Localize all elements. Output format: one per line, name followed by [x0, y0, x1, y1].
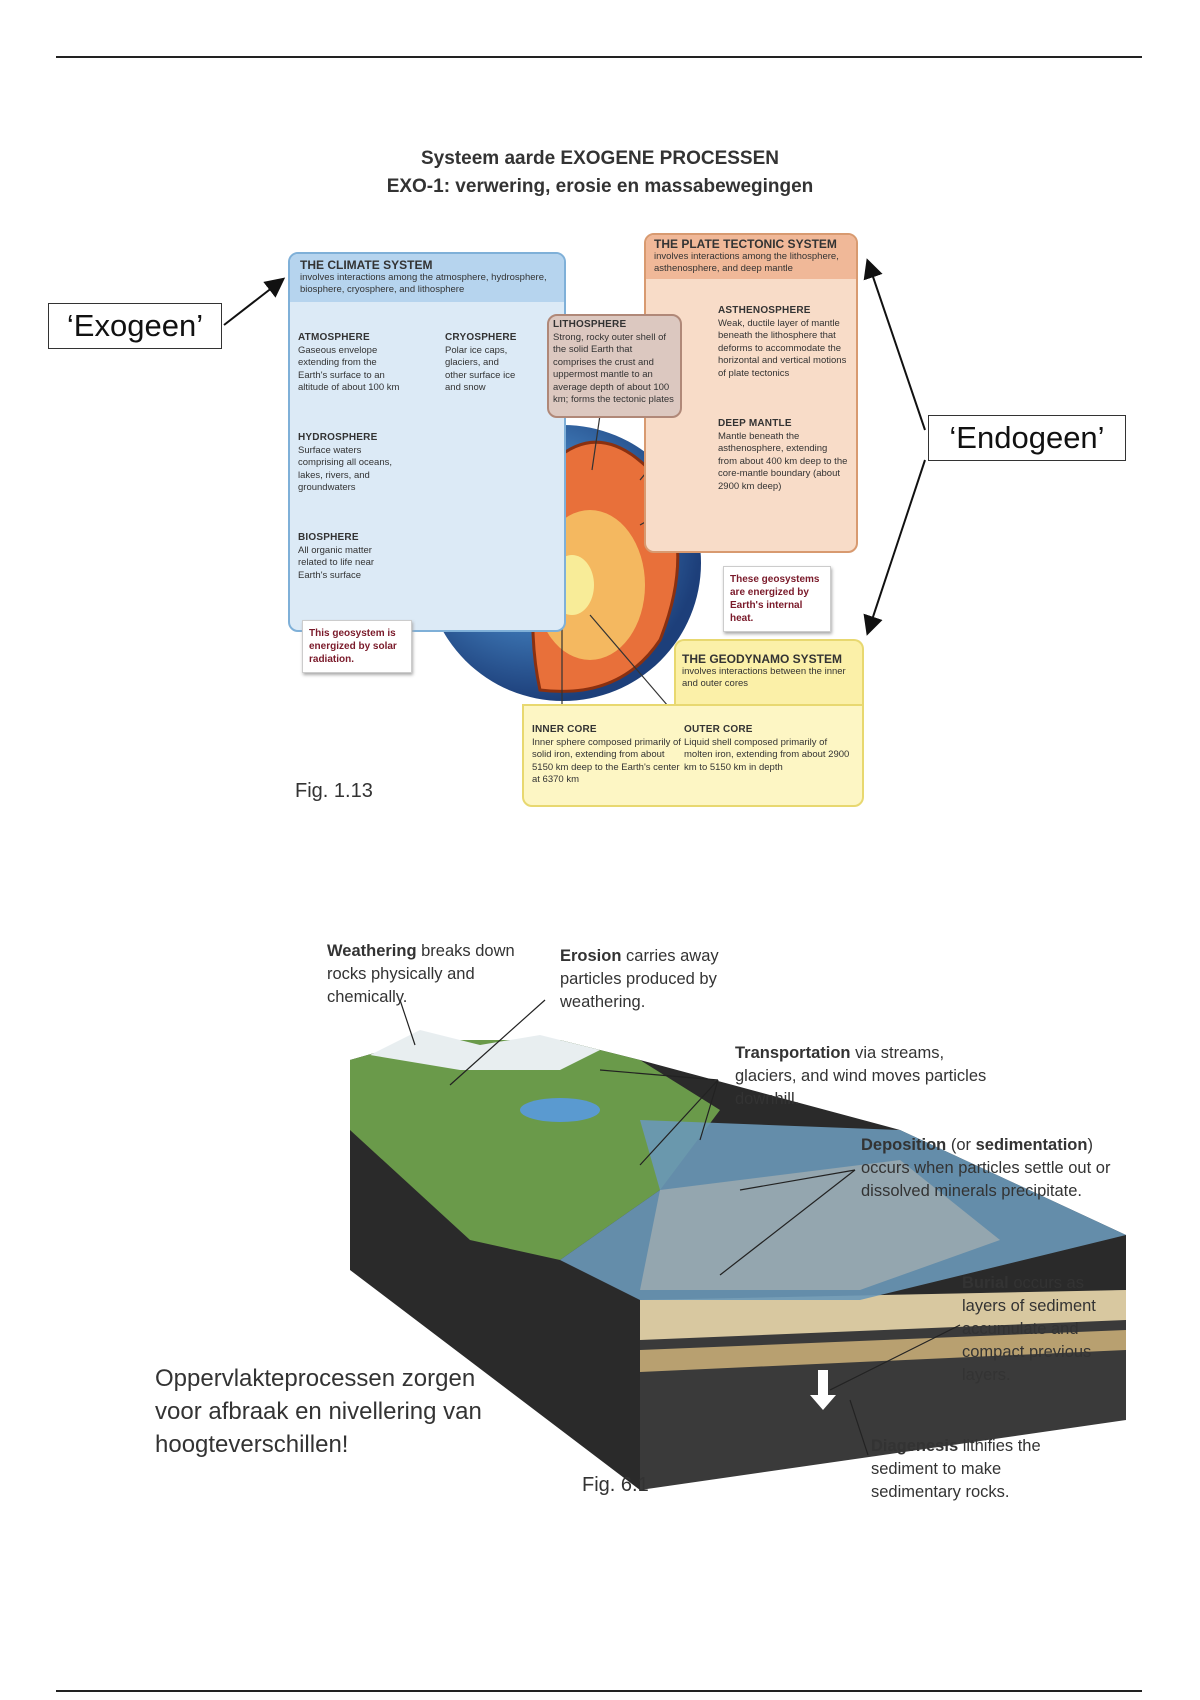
callout-exogeen: ‘Exogeen’	[48, 303, 222, 349]
biosphere-desc: All organic matter related to life near …	[298, 544, 375, 581]
figure2-caption: Fig. 6.1	[582, 1474, 649, 1496]
page-subtitle: EXO-1: verwering, erosie en massabewegin…	[386, 176, 814, 197]
summary-text: Oppervlakteprocessen zorgen voor afbraak…	[155, 1365, 482, 1458]
outer-core-desc: Liquid shell composed primarily of molte…	[684, 736, 850, 773]
climate-system-title: THE CLIMATE SYSTEM	[300, 258, 433, 272]
label-transportation: Transportation via streams, glaciers, an…	[735, 1044, 987, 1108]
plate-tectonic-desc: involves interactions among the lithosph…	[654, 250, 839, 275]
climate-system-box: THE CLIMATE SYSTEM involves interactions…	[288, 252, 566, 632]
label-diagenesis: Diagenesis lithifies the sediment to mak…	[871, 1437, 1041, 1501]
asthenosphere-desc: Weak, ductile layer of mantle beneath th…	[718, 317, 847, 379]
bottom-rule	[56, 1690, 1142, 1692]
cryosphere-desc: Polar ice caps, glaciers, and other surf…	[445, 344, 516, 394]
label-weathering: Weathering breaks down rocks physically …	[327, 942, 515, 1006]
geodynamo-title: THE GEODYNAMO SYSTEM	[682, 652, 843, 666]
deep-mantle-title: DEEP MANTLE	[718, 418, 792, 429]
atmosphere-title: ATMOSPHERE	[298, 332, 370, 343]
biosphere-title: BIOSPHERE	[298, 532, 359, 543]
inner-core-desc: Inner sphere composed primarily of solid…	[532, 736, 681, 786]
mountains-snow	[370, 1030, 600, 1070]
lake	[520, 1098, 600, 1122]
hydrosphere-desc: Surface waters comprising all oceans, la…	[298, 444, 392, 494]
atmosphere-desc: Gaseous envelope extending from the Eart…	[298, 344, 400, 394]
top-rule	[56, 56, 1142, 58]
cryosphere-title: CRYOSPHERE	[445, 332, 517, 343]
solar-energy-note: This geosystem is energized by solar rad…	[302, 620, 412, 673]
hydrosphere-title: HYDROSPHERE	[298, 432, 378, 443]
deposition-fan	[640, 1160, 1000, 1290]
geodynamo-desc: involves interactions between the inner …	[682, 665, 846, 690]
burial-arrow-icon	[810, 1370, 836, 1410]
land-surface	[350, 1040, 720, 1260]
outer-core-title: OUTER CORE	[684, 724, 753, 735]
label-deposition: Deposition (or sedimentation) occurs whe…	[861, 1136, 1111, 1200]
sediment-layer-2	[640, 1330, 1126, 1372]
sediment-layer-1	[640, 1290, 1126, 1340]
label-erosion: Erosion carries away particles produced …	[560, 947, 719, 1011]
lithosphere-desc: Strong, rocky outer shell of the solid E…	[553, 331, 674, 406]
lithosphere-title: LITHOSPHERE	[553, 319, 627, 330]
figure1-caption: Fig. 1.13	[295, 780, 373, 802]
asthenosphere-title: ASTHENOSPHERE	[718, 305, 811, 316]
inner-core-title: INNER CORE	[532, 724, 597, 735]
callout-endogeen: ‘Endogeen’	[928, 415, 1126, 461]
label-burial: Burial occurs as layers of sediment accu…	[962, 1274, 1096, 1384]
deep-mantle-desc: Mantle beneath the asthenosphere, extend…	[718, 430, 848, 492]
internal-heat-note: These geosystems are energized by Earth'…	[723, 566, 831, 632]
climate-system-desc: involves interactions among the atmosphe…	[300, 271, 547, 296]
plate-tectonic-title: THE PLATE TECTONIC SYSTEM	[654, 237, 837, 251]
page-title: Systeem aarde EXOGENE PROCESSEN	[421, 148, 779, 169]
